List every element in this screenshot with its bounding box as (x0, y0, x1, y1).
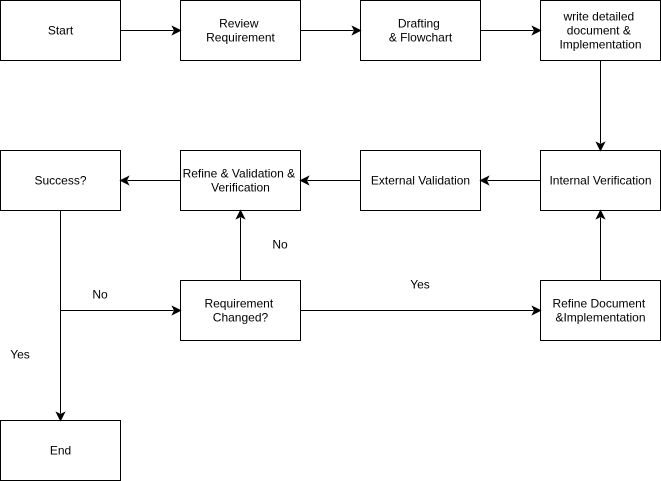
node-internal-verification-label: Internal Verification (549, 174, 651, 188)
svg-text:Requirement Changed?: Requirement Changed? (204, 297, 276, 325)
edge-external-to-refine-validation (299, 175, 361, 186)
node-refine-document-line1: Refine Document (552, 297, 645, 311)
node-write-detailed-document: write detailed document & Implementation (540, 0, 661, 61)
edge-refine-validation-to-success-arrowhead (119, 175, 130, 186)
node-review-requirement-box (180, 0, 301, 61)
node-drafting-flowchart-line2: & Flowchart (389, 31, 453, 45)
node-success-box (0, 150, 121, 211)
edge-requirement-changed-to-refine-validation (235, 209, 246, 281)
node-requirement-changed-line2: Changed? (213, 311, 269, 325)
svg-text:Success?: Success? (34, 174, 86, 188)
node-drafting-flowchart-box (360, 0, 481, 61)
node-refine-validation-verification-line2: Verification (211, 181, 270, 195)
node-write-detailed-document-line3: Implementation (559, 38, 641, 52)
edge-requirement-changed-to-refine-validation-arrowhead (235, 209, 246, 220)
edge-requirement-changed-to-refine-document (300, 305, 542, 316)
svg-text:Drafting & Flowchart: Drafting & Flowchart (389, 17, 453, 45)
edge-refine-validation-to-success (119, 175, 181, 186)
edge-label-no-success: No (92, 288, 108, 302)
edge-start-to-review (120, 25, 182, 36)
node-refine-document-line2: &Implementation (555, 311, 645, 325)
node-review-requirement-line1: Review (219, 17, 259, 31)
edge-refine-document-to-internal-arrowhead (595, 209, 606, 220)
edge-drafting-to-write-doc (480, 25, 542, 36)
node-external-validation-box (360, 150, 481, 211)
edge-internal-to-external-arrowhead (479, 175, 490, 186)
edge-success-to-requirement-changed (60, 305, 182, 316)
node-review-requirement: Review Requirement (180, 0, 301, 61)
node-review-requirement-line2: Requirement (206, 31, 275, 45)
node-start-box (0, 0, 121, 61)
svg-text:Review Requirement: Review Requirement (206, 17, 275, 45)
node-drafting-flowchart: Drafting & Flowchart (360, 0, 481, 61)
svg-text:Refine & Validation & Ve: Refine & Validation & Verification (183, 167, 299, 195)
node-drafting-flowchart-line1: Drafting (398, 17, 440, 31)
node-internal-verification: Internal Verification (540, 150, 661, 211)
node-external-validation: External Validation (360, 150, 481, 211)
edge-refine-document-to-internal (595, 209, 606, 281)
edge-label-yes-success: Yes (10, 348, 30, 362)
edge-success-to-end-arrowhead (55, 411, 66, 422)
node-end-label: End (50, 444, 71, 458)
node-external-validation-label: External Validation (371, 174, 470, 188)
node-write-detailed-document-line2: document & (567, 24, 631, 38)
edge-label-no-requirement-changed: No (272, 238, 288, 252)
node-refine-validation-verification-box (180, 150, 301, 211)
svg-text:End: End (50, 444, 71, 458)
edge-success-to-requirement-changed-arrowhead (171, 305, 182, 316)
node-internal-verification-box (540, 150, 661, 211)
edge-write-doc-to-internal (595, 60, 606, 152)
node-end-box (0, 420, 121, 481)
edge-success-to-end (55, 210, 66, 422)
edge-review-to-drafting-arrowhead (351, 25, 362, 36)
svg-text:Refine Document &Impleme: Refine Document &Implementation (552, 297, 648, 325)
node-start-label: Start (48, 24, 74, 38)
svg-text:Start: Start (48, 24, 74, 38)
node-end: End (0, 420, 121, 481)
node-success: Success? (0, 150, 121, 211)
svg-text:External Validation: External Validation (371, 174, 470, 188)
node-requirement-changed-line1: Requirement (204, 297, 273, 311)
edge-write-doc-to-internal-arrowhead (595, 141, 606, 152)
edge-requirement-changed-to-refine-document-arrowhead (531, 305, 542, 316)
node-start: Start (0, 0, 121, 61)
node-write-detailed-document-line1: write detailed (562, 10, 634, 24)
node-requirement-changed: Requirement Changed? (180, 280, 301, 341)
node-refine-document-box (540, 280, 661, 341)
edge-review-to-drafting (300, 25, 362, 36)
node-refine-document: Refine Document &Implementation (540, 280, 661, 341)
node-success-label: Success? (34, 174, 86, 188)
edge-label-yes-requirement-changed: Yes (410, 278, 430, 292)
edge-drafting-to-write-doc-arrowhead (531, 25, 542, 36)
edge-external-to-refine-validation-arrowhead (299, 175, 310, 186)
edge-internal-to-external (479, 175, 541, 186)
node-requirement-changed-box (180, 280, 301, 341)
svg-text:write detailed document: write detailed document & Implementation (559, 10, 641, 52)
edge-start-to-review-arrowhead (171, 25, 182, 36)
node-refine-validation-verification: Refine & Validation & Verification (180, 150, 301, 211)
node-refine-validation-verification-line1: Refine & Validation & (183, 167, 296, 181)
svg-text:Internal Verification: Internal Verification (549, 174, 651, 188)
